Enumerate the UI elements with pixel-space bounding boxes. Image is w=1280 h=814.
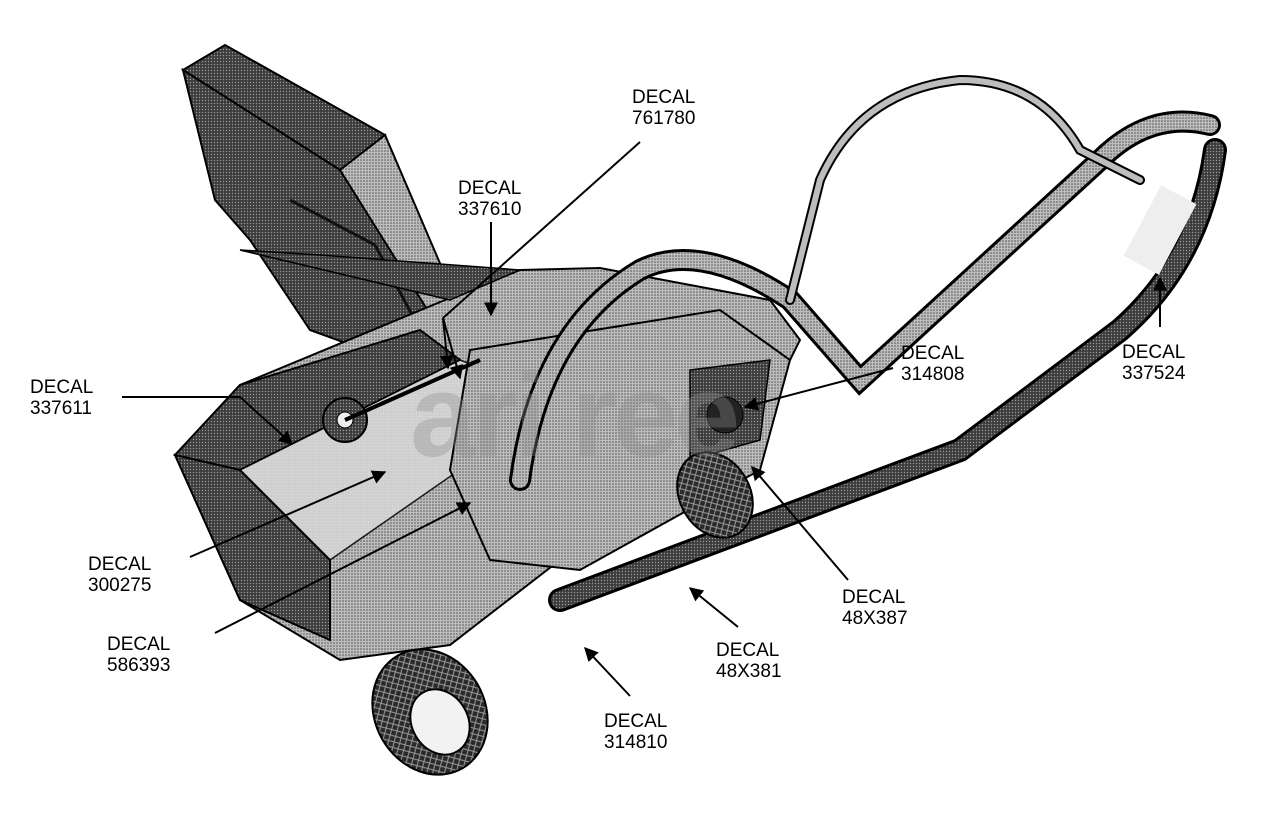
leader-314810 bbox=[584, 646, 631, 697]
engine bbox=[448, 308, 792, 572]
leader-586393 bbox=[214, 502, 472, 634]
leader-48X387 bbox=[751, 465, 849, 581]
watermark: ari ree bbox=[410, 350, 740, 482]
leader-761780 bbox=[442, 141, 641, 319]
leader-314808 bbox=[743, 367, 894, 411]
leader-48X381 bbox=[688, 587, 739, 628]
handle-assembly bbox=[509, 74, 1227, 612]
leader-300275 bbox=[189, 470, 387, 558]
discharge-chute bbox=[181, 43, 462, 372]
wheels bbox=[371, 451, 754, 776]
leader-lines bbox=[122, 141, 1167, 697]
